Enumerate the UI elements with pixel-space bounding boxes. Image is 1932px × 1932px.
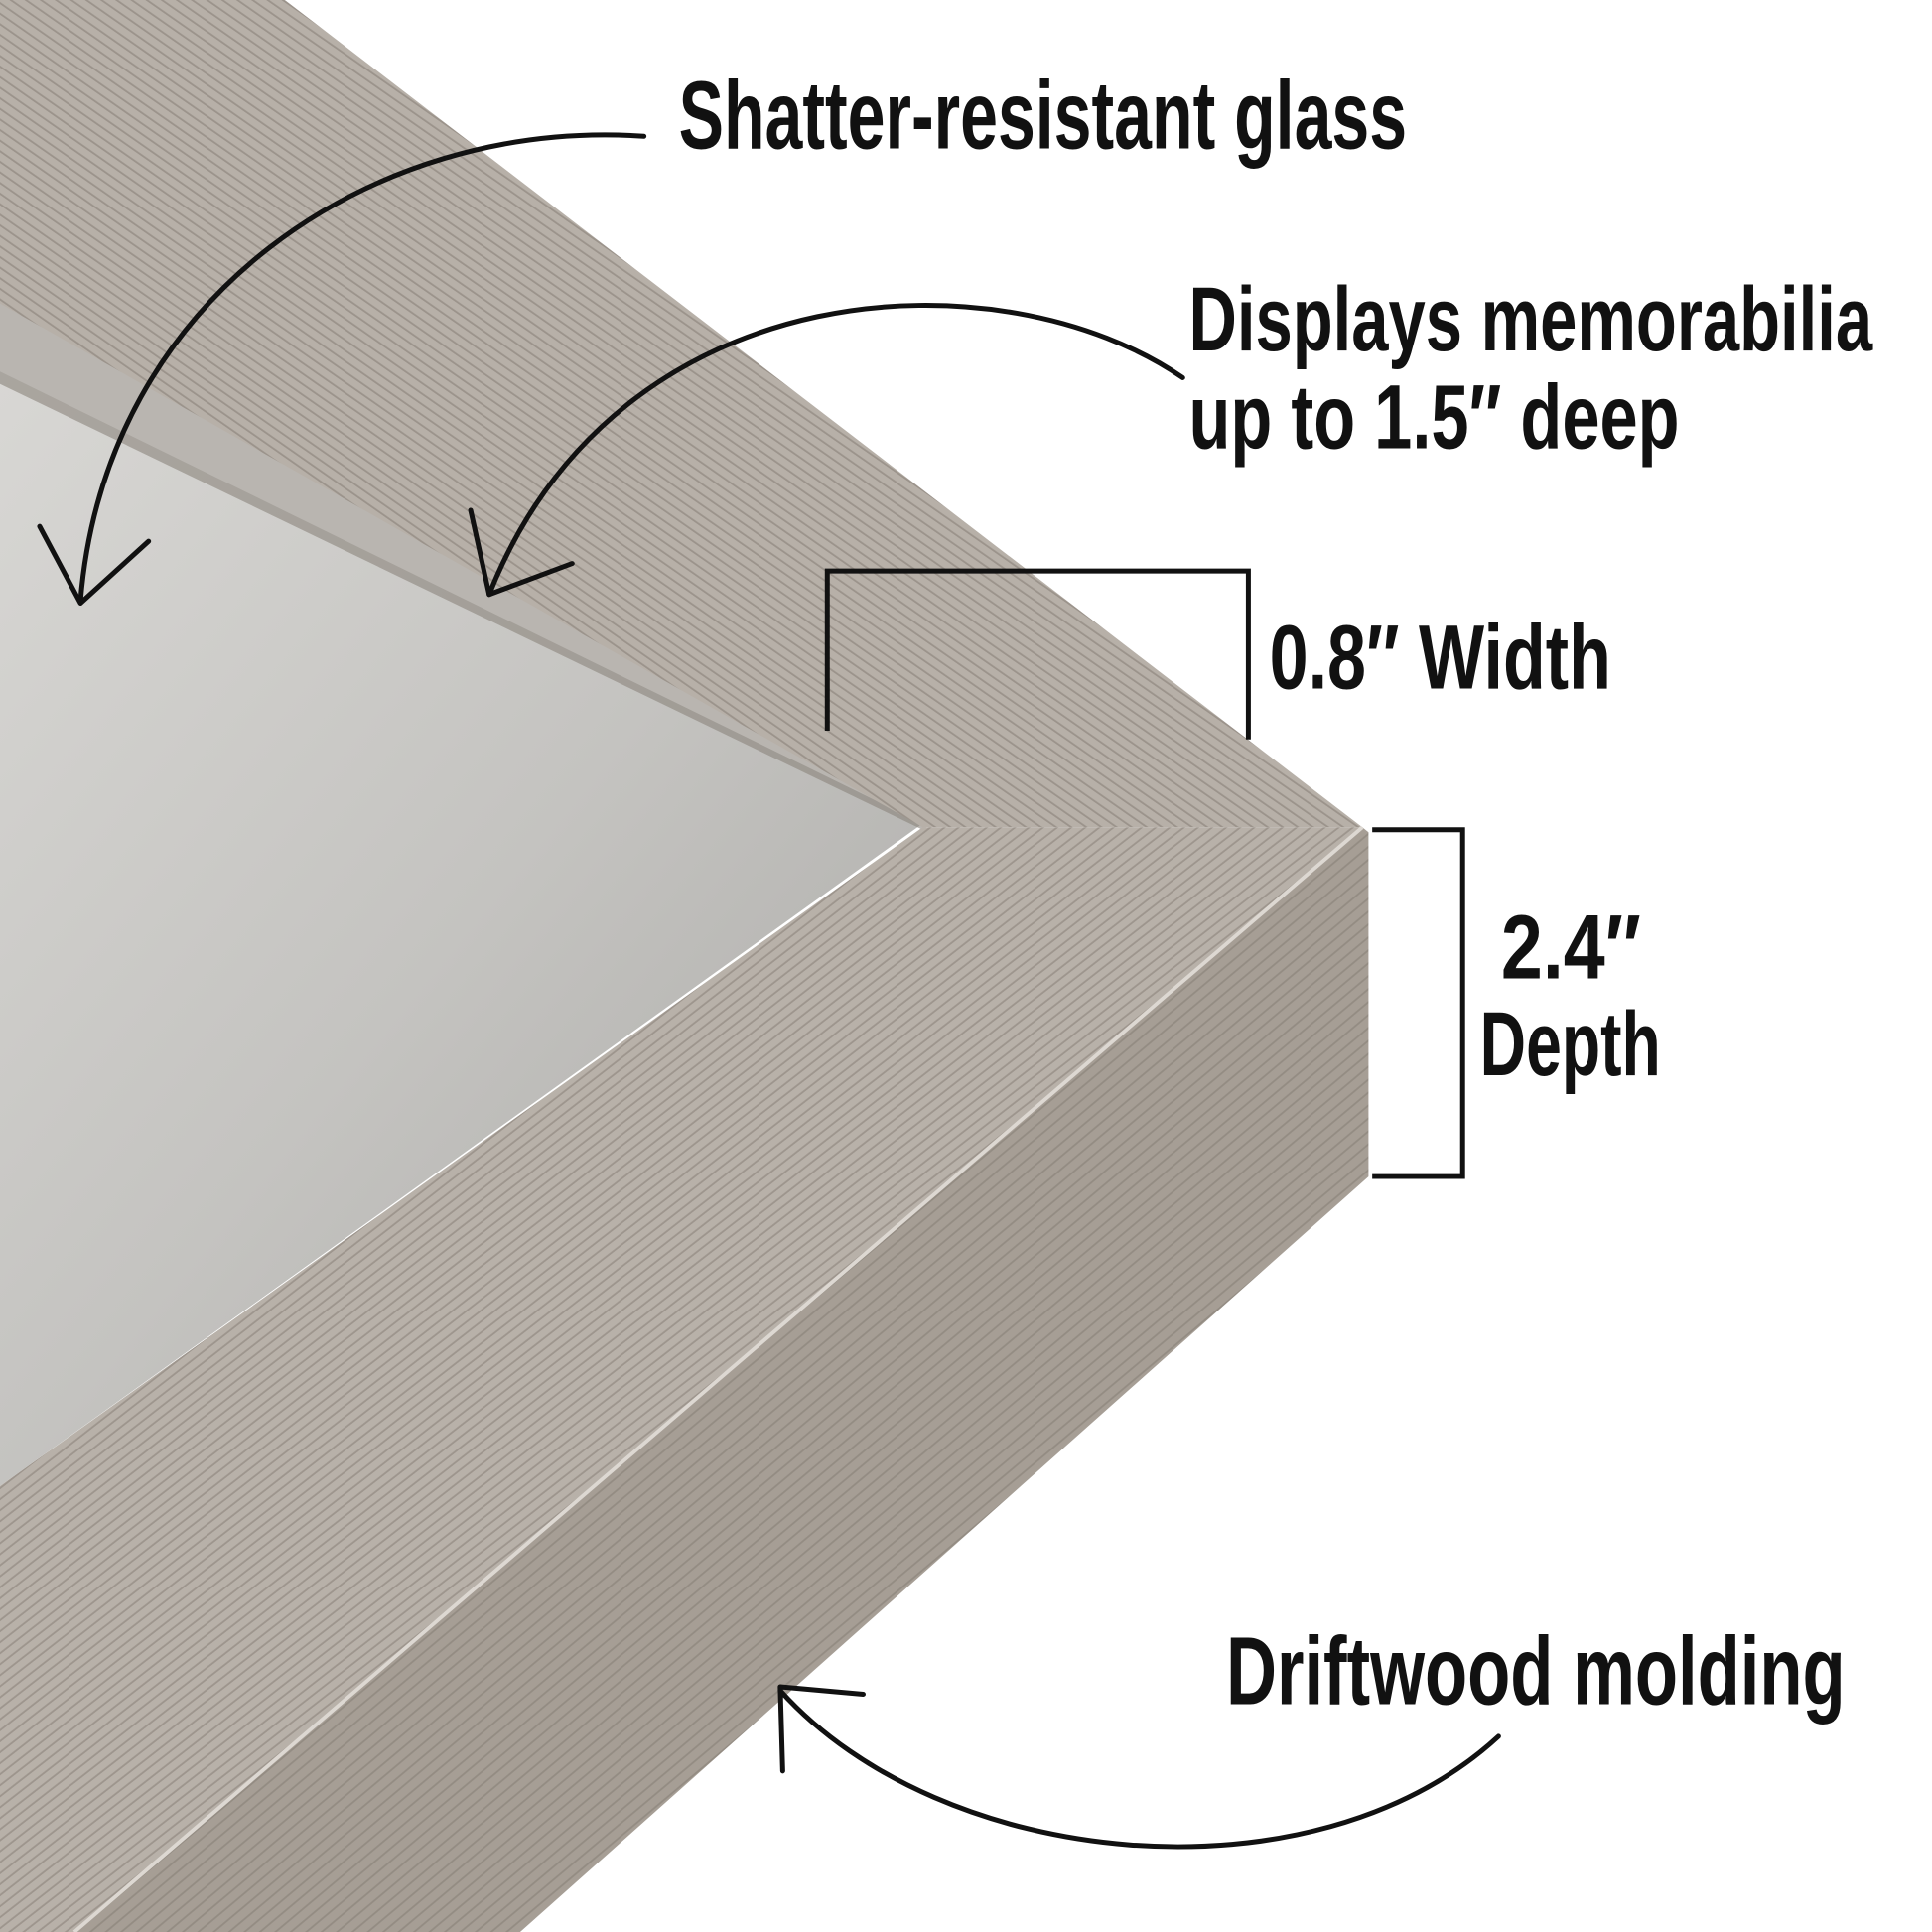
width-callout: 0.8″ Width (1270, 606, 1611, 709)
memorabilia-arrow-icon (468, 303, 1185, 598)
depth-value: 2.4″ (1501, 895, 1641, 998)
glass-arrow-icon (37, 132, 647, 606)
molding-arrow-icon (777, 1684, 1501, 1850)
glass-callout: Shatter-resistant glass (679, 62, 1407, 170)
memorabilia-callout-line2: up to 1.5″ deep (1189, 365, 1680, 469)
frame-top-band (0, 0, 1363, 828)
frame-edge-highlight (72, 825, 1364, 1932)
memorabilia-callout-line1: Displays memorabilia (1189, 267, 1873, 370)
glass-pane (0, 371, 923, 1486)
depth-label: Depth (1480, 992, 1661, 1095)
depth-bracket (1372, 827, 1465, 1179)
molding-callout: Driftwood molding (1226, 1616, 1846, 1725)
frame-bottom-band (0, 827, 1363, 1932)
width-bracket (824, 568, 1251, 740)
